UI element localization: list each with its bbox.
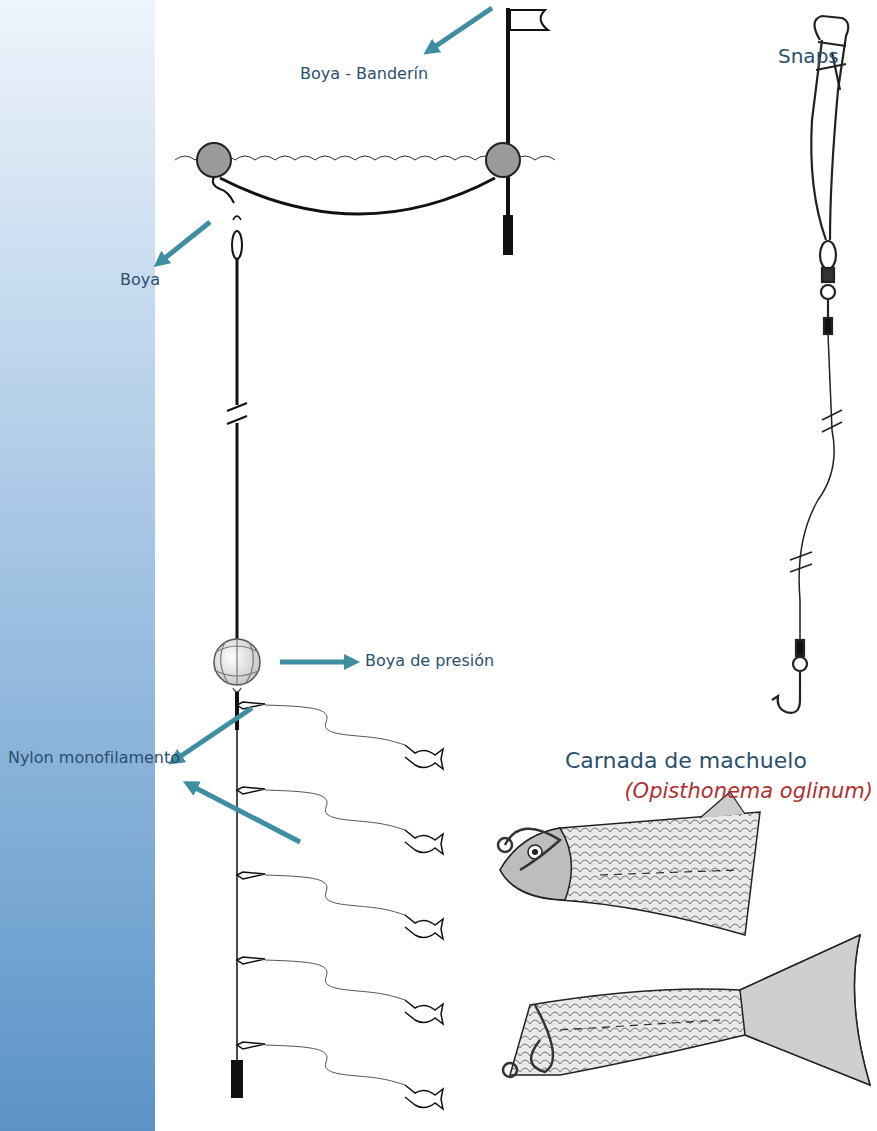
flag <box>510 10 548 30</box>
sinker <box>231 1060 243 1098</box>
branch-line <box>265 875 405 915</box>
bait <box>405 1085 443 1109</box>
bait <box>405 830 443 854</box>
swivel-ring <box>233 216 241 220</box>
bait-fish-tail <box>503 935 870 1085</box>
buoy-ring <box>233 688 241 692</box>
main-line <box>236 259 239 640</box>
part-label: Boya <box>120 270 160 289</box>
snap-clip <box>237 872 265 879</box>
branch-lines <box>237 702 443 1109</box>
part-label: Snaps <box>778 44 839 68</box>
swivel <box>232 231 242 259</box>
snap-illustration <box>772 16 848 713</box>
pressure-buoy <box>214 639 260 685</box>
snap-clip <box>237 957 265 964</box>
branch-line <box>265 1045 405 1085</box>
snap-clip <box>237 787 265 794</box>
branch-line <box>265 960 405 1000</box>
bait <box>405 1000 443 1024</box>
buoy-rope <box>220 178 495 214</box>
main-line <box>235 692 239 730</box>
buoy <box>197 143 231 177</box>
bait-fish-head <box>498 792 760 935</box>
part-label: Boya de presión <box>365 651 494 670</box>
sea-band <box>0 0 155 1131</box>
snap-clip <box>237 1042 265 1049</box>
branch-line <box>265 790 405 830</box>
part-label: Nylon monofilamento <box>4 748 184 767</box>
break-mark <box>227 416 247 424</box>
part-label: Carnada de machuelo <box>565 748 807 774</box>
bait <box>405 915 443 939</box>
part-label: Boya - Banderín <box>300 64 428 83</box>
branch-line <box>265 705 405 745</box>
part-label: (Opisthonema oglinum) <box>624 779 873 804</box>
main-line <box>236 692 238 1062</box>
buoy-tie <box>213 177 234 203</box>
buoy-net <box>214 639 260 685</box>
bait <box>405 745 443 769</box>
flag-buoy <box>486 143 520 177</box>
pole-weight <box>503 215 513 255</box>
break-mark <box>227 403 247 411</box>
leader-arrows <box>160 8 492 842</box>
